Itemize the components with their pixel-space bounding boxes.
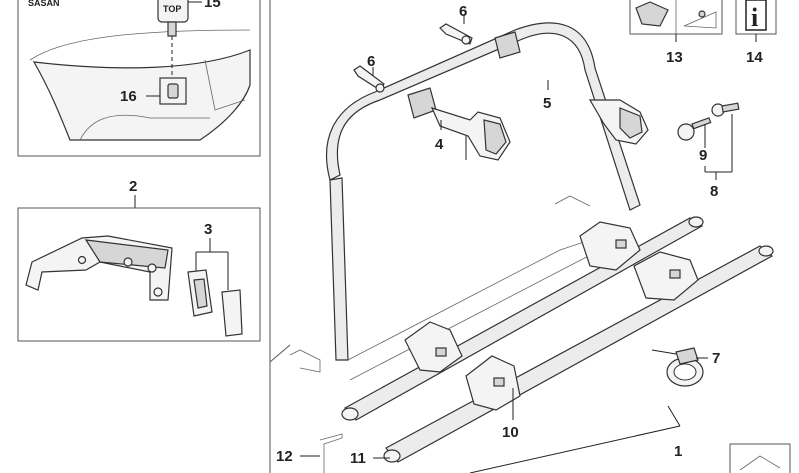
callout-5: 5 xyxy=(543,95,551,112)
carrier-left-arm xyxy=(329,177,349,361)
strap-clamp-lever xyxy=(675,347,699,365)
frame-holder-left-jaw xyxy=(483,119,507,155)
rail-end-cap xyxy=(688,216,704,228)
hoop-clamp-left xyxy=(407,87,437,119)
main-frame-slant xyxy=(269,344,291,363)
callout-2: 2 xyxy=(129,178,137,195)
callout-16: 16 xyxy=(120,88,137,105)
wheel-cradle-rear-right xyxy=(579,221,641,271)
socket-cover-slot xyxy=(167,83,179,99)
wheel-cradle-front-left xyxy=(465,355,521,411)
cradle-strap-buckle xyxy=(435,347,447,357)
cradle-strap-buckle xyxy=(615,239,627,249)
inset-frame-rear-bumper xyxy=(17,0,261,157)
cradle-strap-buckle xyxy=(669,269,681,279)
allen-key xyxy=(319,433,343,473)
callout-12: 12 xyxy=(276,448,293,465)
bumper-top-edge xyxy=(29,29,251,61)
rubber-pad-right xyxy=(221,289,243,337)
cross-member-lower xyxy=(349,249,601,381)
carrier-hoop-tube xyxy=(325,22,641,211)
callout-1: 1 xyxy=(674,443,682,460)
frame-holder-right-jaw xyxy=(619,107,643,139)
key-blade xyxy=(167,21,177,37)
callout-13: 13 xyxy=(666,49,683,66)
strap-clamp-hole xyxy=(673,363,697,381)
callout-6-top: 6 xyxy=(459,3,467,20)
inset-frame-bracket xyxy=(17,207,261,342)
rail-end-cap xyxy=(341,407,359,421)
mount-hook-right xyxy=(554,195,591,207)
callout-4: 4 xyxy=(435,136,444,153)
lock-key-blade xyxy=(691,117,712,130)
corner-arrow-icon xyxy=(739,455,781,471)
rubber-pad-left-inner xyxy=(193,278,208,309)
inset-header-text: SASAN xyxy=(28,0,60,8)
bracket-bolt xyxy=(147,263,157,273)
pictogram-dot-icon xyxy=(698,10,706,18)
callout-8: 8 xyxy=(710,183,718,200)
wheel-cradle-front-right xyxy=(633,251,699,301)
leader-1-diagonal xyxy=(469,425,681,473)
lock-key-head xyxy=(677,123,695,141)
bike-carrier-assembly xyxy=(289,22,774,473)
rear-bumper xyxy=(32,49,251,141)
pictogram-car-icon xyxy=(683,11,717,29)
bumper-contour xyxy=(79,114,210,141)
callout-7: 7 xyxy=(712,350,720,367)
callout-9: 9 xyxy=(699,147,707,164)
callout-10: 10 xyxy=(502,424,519,441)
pin-head-top xyxy=(461,35,471,45)
callout-3: 3 xyxy=(204,221,212,238)
pin-head-left xyxy=(375,83,385,93)
pictogram-hands-icon xyxy=(635,1,669,27)
rail-end-cap xyxy=(758,245,774,257)
callout-14: 14 xyxy=(746,49,763,66)
rail-end-cap xyxy=(383,449,401,463)
corner-pictogram-frame xyxy=(729,443,791,473)
documentation-items: 13 i 14 xyxy=(629,0,777,66)
callout-15: 15 xyxy=(204,0,221,11)
wheel-cradle-rear-left xyxy=(404,321,463,373)
info-icon-frame xyxy=(745,0,767,31)
leader-1 xyxy=(667,405,681,427)
corner-pictogram xyxy=(729,443,791,473)
callout-leaders: 6 6 5 4 9 8 7 10 1 11 12 xyxy=(276,3,733,473)
cradle-strap-buckle xyxy=(493,377,505,387)
bracket-bolt xyxy=(77,255,87,265)
mount-hook-left xyxy=(289,349,321,373)
bracket-bolt xyxy=(123,257,133,267)
strap-clamp-tail xyxy=(651,349,677,355)
bracket-shaded-face xyxy=(84,239,169,269)
callout-11: 11 xyxy=(350,450,366,467)
callout-6-left: 6 xyxy=(367,53,375,70)
bumper-recess xyxy=(204,59,246,111)
hoop-clamp-top xyxy=(494,31,521,59)
bracket-bolt xyxy=(153,287,163,297)
inset-rear-bumper: SASAN TOP 15 16 xyxy=(17,0,261,157)
info-icon: i xyxy=(751,3,758,32)
lock-cylinder-shaft xyxy=(721,102,740,113)
inset-bracket: 2 3 xyxy=(17,178,261,342)
key-tag-text: TOP xyxy=(163,4,181,14)
